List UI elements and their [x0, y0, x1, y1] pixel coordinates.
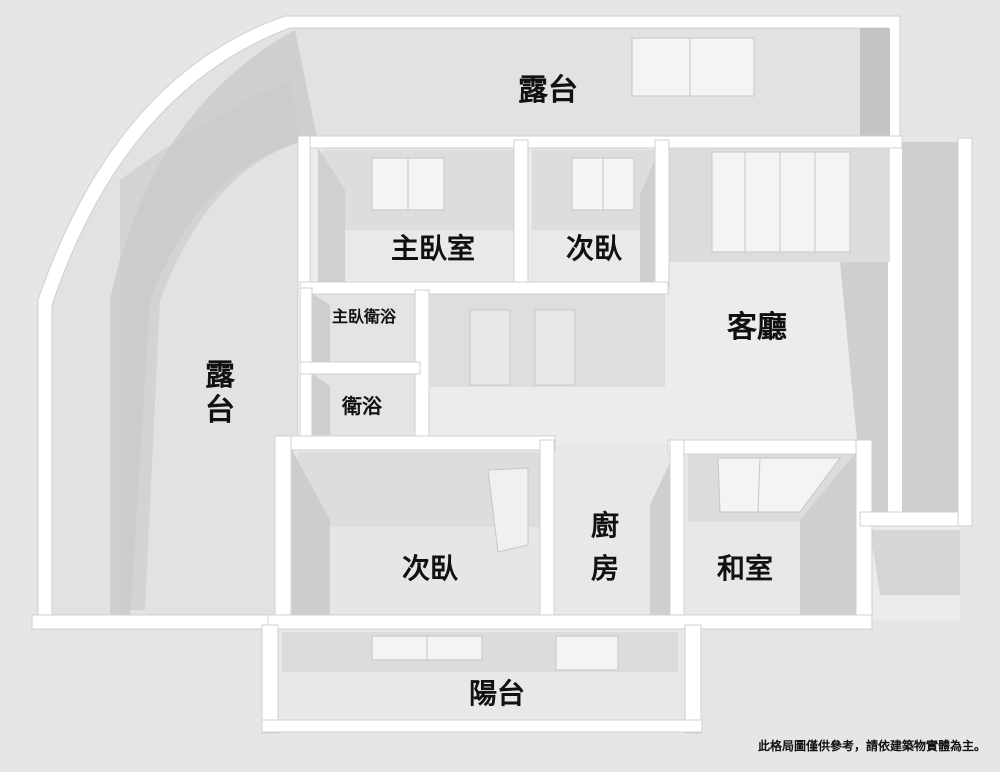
terrace-floor — [40, 22, 890, 620]
label-second-bedroom-bottom: 次臥 — [402, 552, 458, 585]
living-glass-door — [711, 151, 851, 253]
label-kitchen: 廚 房 — [591, 509, 619, 585]
right-lower-block — [870, 530, 960, 595]
label-bath: 衛浴 — [341, 394, 383, 418]
bath-wall — [310, 372, 330, 435]
label-terrace-top: 露台 — [518, 73, 578, 108]
label-master-bath: 主臥衛浴 — [332, 307, 397, 326]
top-right-wall-side — [860, 28, 890, 142]
svg-text:廚: 廚 — [591, 509, 619, 542]
terrace-inner-wall-shadow — [120, 80, 300, 610]
japanese-room-window — [717, 457, 841, 513]
living-right-wall-top — [888, 140, 902, 525]
japanese-room-right-wall — [800, 450, 860, 620]
disclaimer-text: 此格局圖僅供參考，請依建築物實體為主。 — [757, 739, 986, 753]
interior-walls — [31, 135, 973, 734]
second-bedroom-top-window — [571, 157, 635, 211]
svg-text:台: 台 — [205, 393, 235, 428]
master-bedroom-window — [371, 157, 445, 211]
second-bedroom-bottom-door — [487, 467, 529, 553]
master-bedroom-left-wall — [318, 148, 345, 285]
label-second-bedroom-top: 次臥 — [566, 232, 622, 265]
label-master-bedroom: 主臥室 — [391, 232, 475, 265]
master-bath-wall — [310, 292, 330, 362]
outer-wall — [37, 15, 901, 619]
label-living-room: 客廳 — [727, 310, 787, 345]
svg-text:露: 露 — [205, 358, 236, 393]
label-japanese-room: 和室 — [717, 552, 773, 585]
svg-text:房: 房 — [591, 552, 619, 585]
label-terrace-left: 露 台 — [205, 358, 236, 428]
terrace-top-window — [631, 37, 755, 97]
hallway-doors — [469, 309, 576, 386]
second-bedroom-bottom-left-wall — [292, 450, 330, 620]
balcony-windows — [371, 635, 619, 671]
label-balcony: 陽台 — [469, 677, 525, 710]
